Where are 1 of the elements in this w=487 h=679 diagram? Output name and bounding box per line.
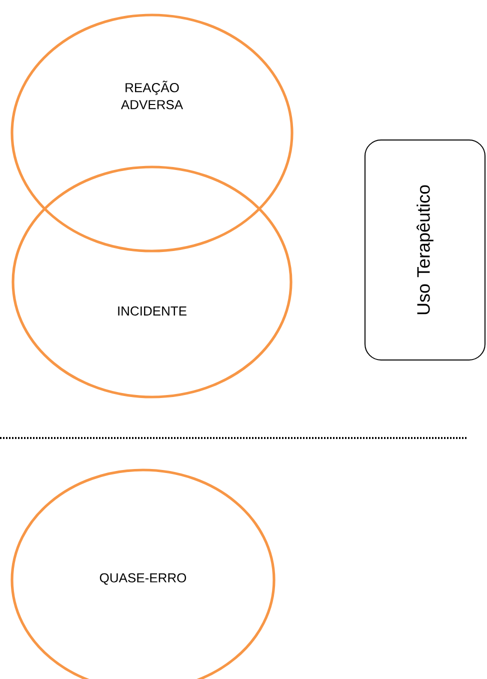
- rounded-box: Uso Terapêutico: [364, 140, 486, 360]
